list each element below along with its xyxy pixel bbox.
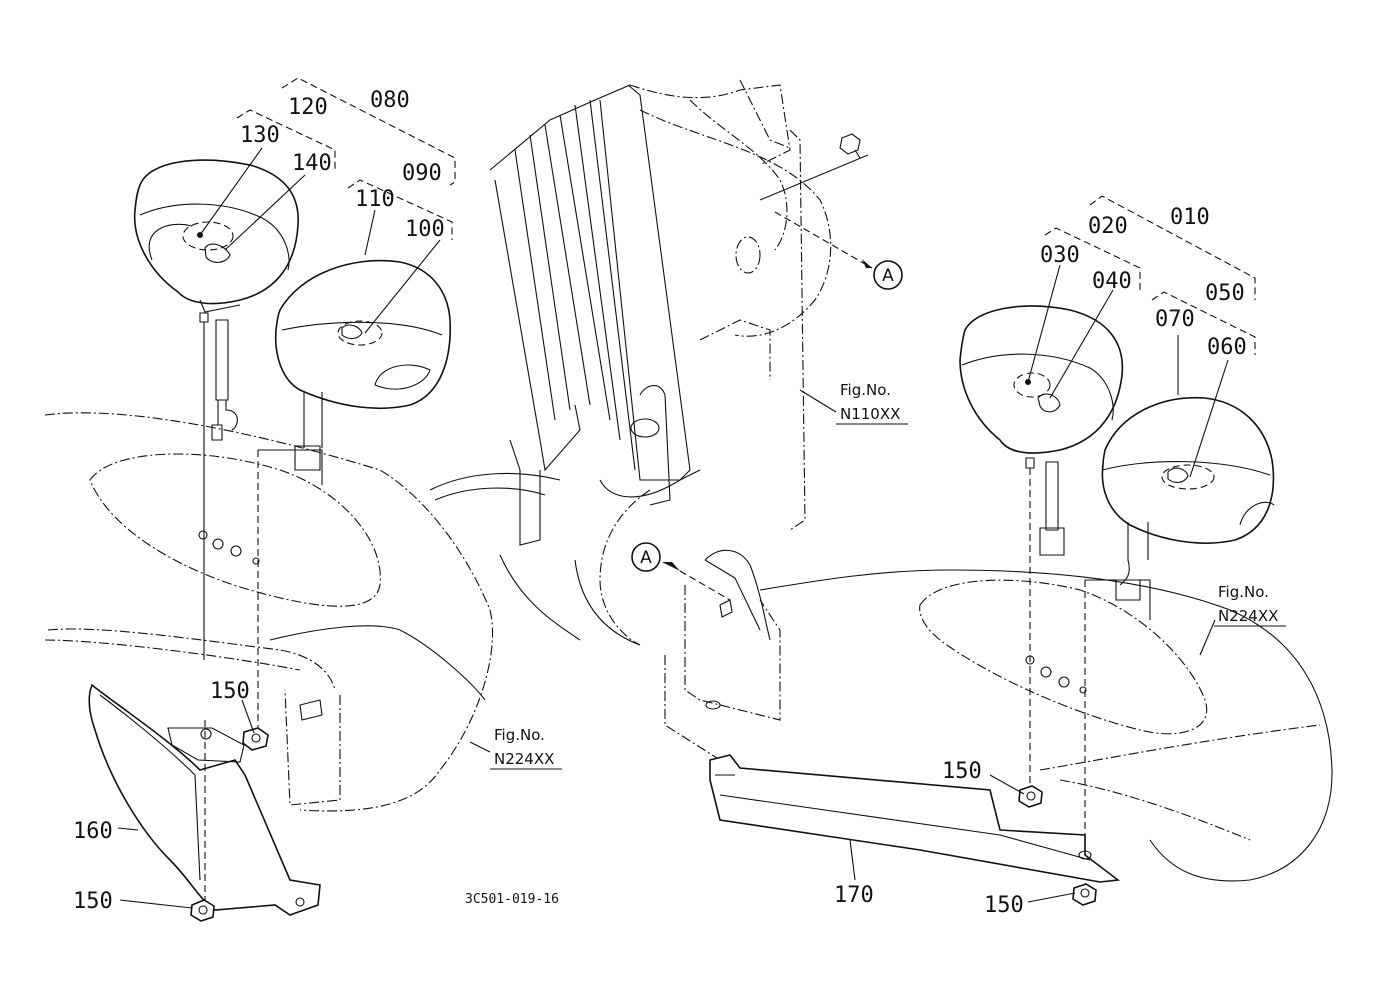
nut-150-right-bottom [1072, 883, 1097, 906]
callout-010: 010 [1170, 205, 1210, 230]
callout-110: 110 [355, 187, 395, 212]
fig-ref-number-3: N224XX [494, 750, 554, 768]
callout-060: 060 [1207, 335, 1247, 360]
callout-150-b: 150 [73, 889, 113, 914]
fig-ref-number-1: N110XX [840, 405, 900, 423]
fig-ref-label-3: Fig.No. [494, 726, 545, 744]
fig-ref-label-1: Fig.No. [840, 381, 891, 399]
callout-140: 140 [292, 151, 332, 176]
fig-ref-number-2: N224XX [1218, 607, 1278, 625]
left-bracket-160 [88, 683, 321, 916]
right-bracket-170 [709, 754, 1121, 883]
callout-040: 040 [1092, 269, 1132, 294]
left-fender [44, 412, 494, 812]
drawing-number: 3C501-019-16 [465, 892, 559, 907]
left-headlight-outer [133, 159, 299, 660]
callout-090: 090 [402, 161, 442, 186]
callout-150-c: 150 [942, 759, 982, 784]
fig-ref-n110xx: Fig.No. N110XX [836, 381, 908, 425]
callout-tree-right [1027, 195, 1256, 478]
nut-150-left-top [242, 727, 269, 751]
fig-ref-n224xx-right: Fig.No. N224XX [1214, 583, 1286, 627]
callout-020: 020 [1088, 214, 1128, 239]
view-marker-a-mid: A [631, 542, 731, 601]
nut-150-right-top [1018, 785, 1043, 808]
view-marker-a-top-label: A [882, 266, 894, 286]
cab-post [429, 79, 873, 646]
detail-a-bracket [664, 549, 781, 761]
leader-lines [117, 389, 1216, 909]
right-headlight-inner [1084, 396, 1275, 860]
callout-150-d: 150 [984, 893, 1024, 918]
callout-080: 080 [370, 88, 410, 113]
view-marker-a-top: A [862, 259, 903, 290]
right-fender [759, 569, 1333, 882]
callout-120: 120 [288, 95, 328, 120]
view-marker-a-mid-label: A [640, 548, 652, 568]
callout-030: 030 [1040, 243, 1080, 268]
fig-ref-label-2: Fig.No. [1218, 583, 1269, 601]
callout-tree-left [199, 77, 456, 334]
callout-150-a: 150 [210, 679, 250, 704]
callout-170: 170 [834, 883, 874, 908]
callout-100: 100 [405, 217, 445, 242]
left-headlight-inner [257, 259, 451, 735]
callout-130: 130 [240, 123, 280, 148]
callout-160: 160 [73, 819, 113, 844]
nut-150-left-bottom [190, 899, 215, 922]
callout-050: 050 [1205, 281, 1245, 306]
fig-ref-n224xx-left: Fig.No. N224XX [490, 726, 562, 770]
callout-070: 070 [1155, 307, 1195, 332]
